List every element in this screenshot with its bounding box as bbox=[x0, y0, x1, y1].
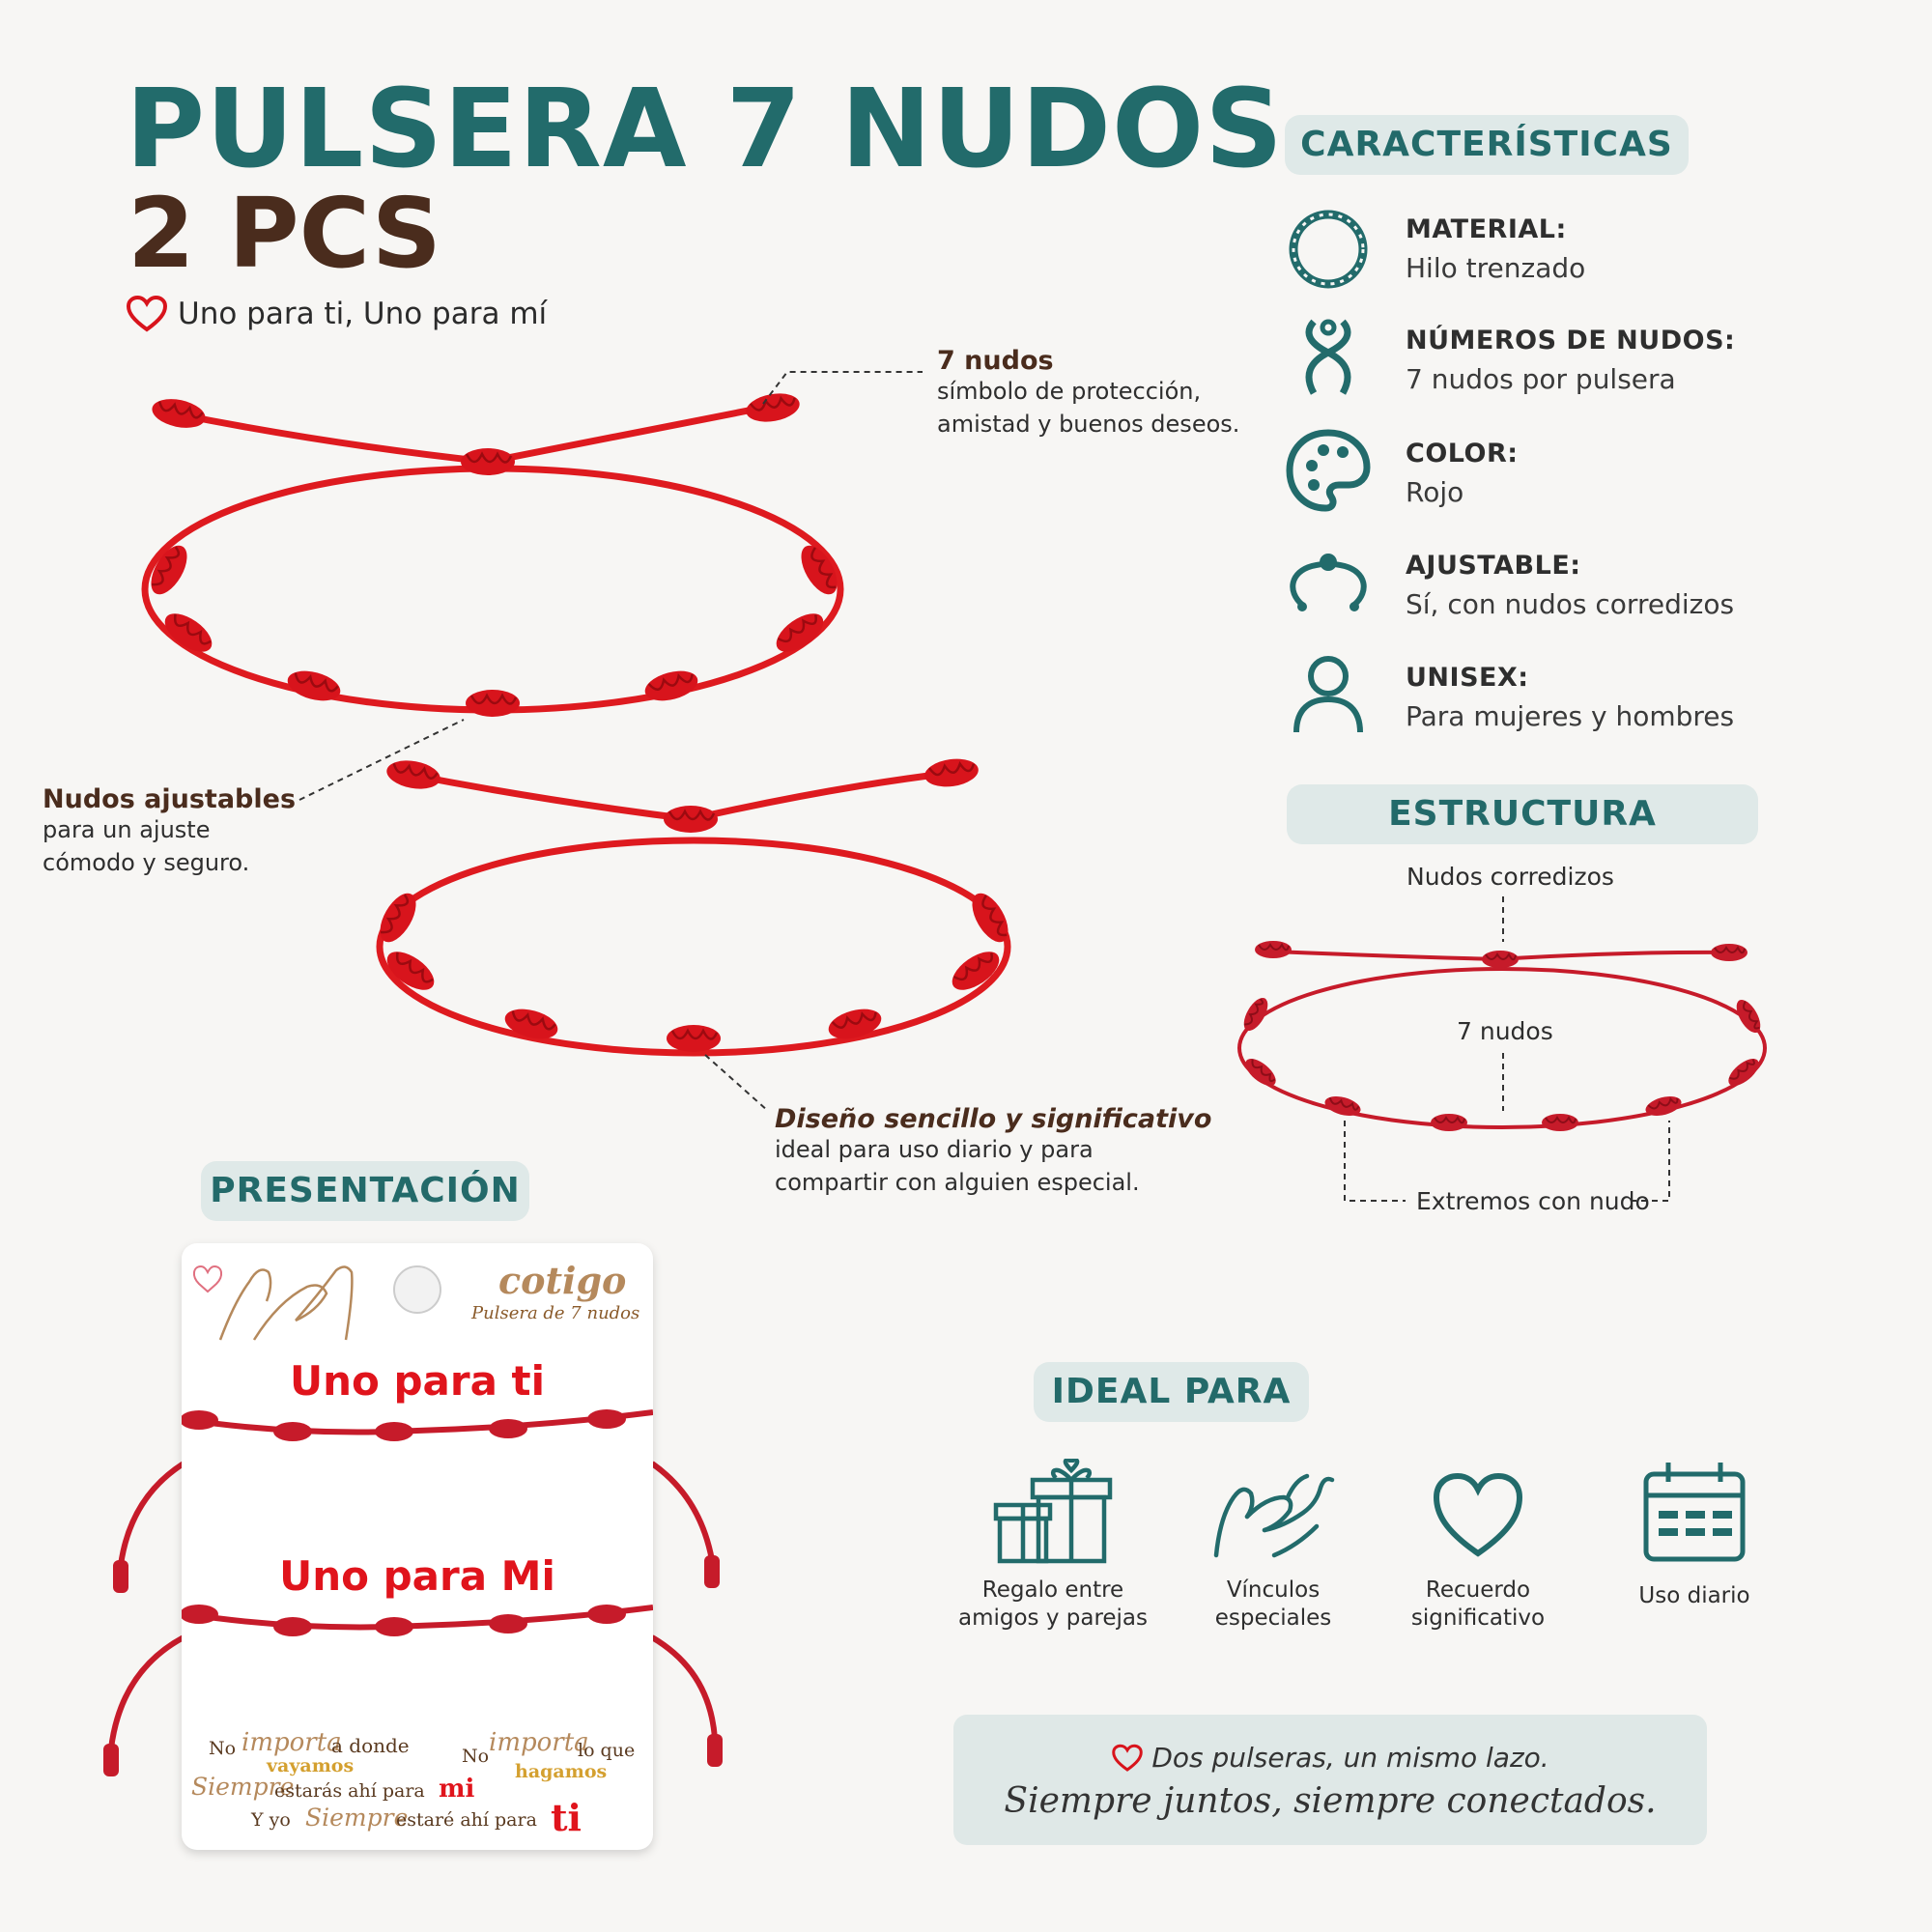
structure-knots-label: 7 nudos bbox=[1457, 1017, 1553, 1045]
callout-knots: 7 nudos símbolo de protección, amistad y… bbox=[937, 346, 1239, 440]
feature-material: MATERIAL: Hilo trenzado bbox=[1406, 214, 1908, 284]
structure-ends-label: Extremos con nudo bbox=[1416, 1187, 1650, 1215]
feature-unisex-label: UNISEX: bbox=[1406, 663, 1529, 693]
quote-importa-2: importa bbox=[489, 1728, 589, 1757]
knot-icon bbox=[1305, 319, 1351, 395]
feature-color: COLOR: Rojo bbox=[1406, 439, 1908, 508]
page-subtitle: 2 PCS bbox=[128, 177, 441, 290]
ideal-heading: IDEAL PARA bbox=[1034, 1362, 1309, 1422]
quote-siempre-2: Siempre bbox=[305, 1804, 409, 1832]
quote-ti: ti bbox=[551, 1796, 582, 1839]
rope-ring-icon bbox=[1289, 210, 1368, 289]
callout-adjustable-title: Nudos ajustables bbox=[43, 784, 297, 814]
gift-icon bbox=[993, 1457, 1113, 1564]
features-heading: CARACTERÍSTICAS bbox=[1285, 115, 1689, 175]
structure-diagram bbox=[1237, 896, 1767, 1202]
feature-knots: NÚMEROS DE NUDOS: 7 nudos por pulsera bbox=[1406, 326, 1908, 395]
quote-no-2: No bbox=[462, 1746, 490, 1767]
heart-outline-icon bbox=[1112, 1744, 1144, 1772]
callout-adjustable: Nudos ajustables para un ajuste cómodo y… bbox=[43, 784, 296, 879]
callout-knots-line1: símbolo de protección, bbox=[937, 378, 1202, 405]
page-title: PULSERA 7 NUDOS bbox=[126, 67, 1284, 192]
quote-a-donde: a donde bbox=[331, 1734, 410, 1757]
quote-vayamos: vayamos bbox=[267, 1755, 355, 1776]
callout-design-title: Diseño sencillo y significativo bbox=[775, 1104, 1212, 1134]
ideal-memory-line2: significativo bbox=[1410, 1605, 1546, 1631]
feature-adjustable: AJUSTABLE: Sí, con nudos corredizos bbox=[1406, 551, 1908, 620]
pinky-promise-icon bbox=[1213, 1473, 1335, 1558]
calendar-icon bbox=[1643, 1463, 1746, 1562]
feature-color-value: Rojo bbox=[1406, 476, 1464, 508]
closing-line1-row: Dos pulseras, un mismo lazo. bbox=[953, 1742, 1707, 1774]
adjustable-cord-icon bbox=[1290, 554, 1367, 611]
callout-knots-title: 7 nudos bbox=[937, 346, 1054, 376]
card-product-name: Pulsera de 7 nudos bbox=[471, 1303, 640, 1323]
callout-design: Diseño sencillo y significativo ideal pa… bbox=[775, 1104, 1211, 1199]
callout-line-design bbox=[704, 1054, 769, 1112]
feature-color-label: COLOR: bbox=[1406, 439, 1519, 469]
ideal-gift-line2: amigos y parejas bbox=[957, 1605, 1149, 1631]
quote-mi: mi bbox=[439, 1775, 475, 1804]
callout-design-line1: ideal para uso diario y para bbox=[775, 1136, 1094, 1163]
ideal-bonds-line2: especiales bbox=[1214, 1605, 1332, 1631]
callout-design-line2: compartir con alguien especial. bbox=[775, 1168, 1140, 1196]
brand-logo: cotigo bbox=[498, 1259, 627, 1302]
quote-estaras: estarás ahí para bbox=[274, 1780, 425, 1802]
tagline-text: Uno para ti, Uno para mí bbox=[178, 297, 548, 331]
ideal-item-bonds: Vínculos especiales bbox=[1167, 1459, 1379, 1633]
closing-line1: Dos pulseras, un mismo lazo. bbox=[1151, 1742, 1549, 1774]
quote-no-1: No bbox=[209, 1738, 237, 1759]
callout-line-knots bbox=[762, 371, 923, 405]
quote-lo-que: lo que bbox=[578, 1740, 636, 1761]
presentation-heading: PRESENTACIÓN bbox=[201, 1161, 529, 1221]
ideal-memory-line1: Recuerdo bbox=[1425, 1577, 1531, 1603]
ideal-gift-line1: Regalo entre bbox=[981, 1577, 1124, 1603]
callout-adjustable-line2: cómodo y seguro. bbox=[43, 848, 250, 876]
bracelet-two bbox=[371, 753, 1017, 1057]
feature-adjustable-label: AJUSTABLE: bbox=[1406, 551, 1581, 581]
quote-estare: estaré ahí para bbox=[396, 1809, 537, 1831]
callout-line-adjustable bbox=[298, 719, 465, 801]
feature-knots-value: 7 nudos por pulsera bbox=[1406, 363, 1676, 395]
quote-importa-1: importa bbox=[242, 1728, 342, 1757]
feature-adjustable-value: Sí, con nudos corredizos bbox=[1406, 588, 1735, 620]
tagline: Uno para ti, Uno para mí bbox=[126, 295, 547, 333]
person-icon bbox=[1293, 656, 1363, 733]
heart-icon bbox=[1433, 1472, 1523, 1557]
pinky-promise-art bbox=[218, 1265, 354, 1341]
ideal-item-memory: Recuerdo significativo bbox=[1372, 1459, 1584, 1633]
quote-siempre-1: Siempre bbox=[191, 1773, 295, 1801]
feature-unisex-value: Para mujeres y hombres bbox=[1406, 700, 1735, 732]
card-line-bottom: Uno para Mi bbox=[279, 1552, 555, 1600]
card-artwork bbox=[182, 1264, 653, 1636]
ideal-item-gift: Regalo entre amigos y parejas bbox=[947, 1457, 1159, 1633]
quote-y-yo: Y yo bbox=[251, 1809, 291, 1831]
ideal-item-daily: Uso diario bbox=[1588, 1459, 1801, 1610]
product-card: cotigo Pulsera de 7 nudos Uno para ti Un… bbox=[182, 1243, 653, 1850]
structure-heading: ESTRUCTURA bbox=[1287, 784, 1758, 844]
closing-line2: Siempre juntos, siempre conectados. bbox=[1004, 1781, 1657, 1821]
quote-hagamos: hagamos bbox=[515, 1761, 608, 1782]
closing-quote-box: Dos pulseras, un mismo lazo. Siempre jun… bbox=[953, 1715, 1707, 1845]
card-quote: No importa a donde vayamos No importa lo… bbox=[191, 1726, 645, 1842]
feature-unisex: UNISEX: Para mujeres y hombres bbox=[1406, 663, 1908, 732]
callout-knots-line2: amistad y buenos deseos. bbox=[937, 410, 1240, 438]
ideal-bonds-line1: Vínculos bbox=[1226, 1577, 1321, 1603]
feature-material-label: MATERIAL: bbox=[1406, 214, 1567, 244]
callout-adjustable-line1: para un ajuste bbox=[43, 816, 211, 843]
card-hanging-strings bbox=[103, 1461, 723, 1776]
bracelet-one bbox=[141, 388, 846, 719]
heart-outline-icon bbox=[126, 295, 168, 332]
structure-sliding-label: Nudos corredizos bbox=[1406, 863, 1614, 891]
card-line-top: Uno para ti bbox=[289, 1357, 546, 1405]
palette-icon bbox=[1286, 429, 1371, 512]
ideal-daily-line1: Uso diario bbox=[1638, 1583, 1750, 1608]
feature-material-value: Hilo trenzado bbox=[1406, 252, 1586, 284]
feature-knots-label: NÚMEROS DE NUDOS: bbox=[1406, 326, 1736, 355]
